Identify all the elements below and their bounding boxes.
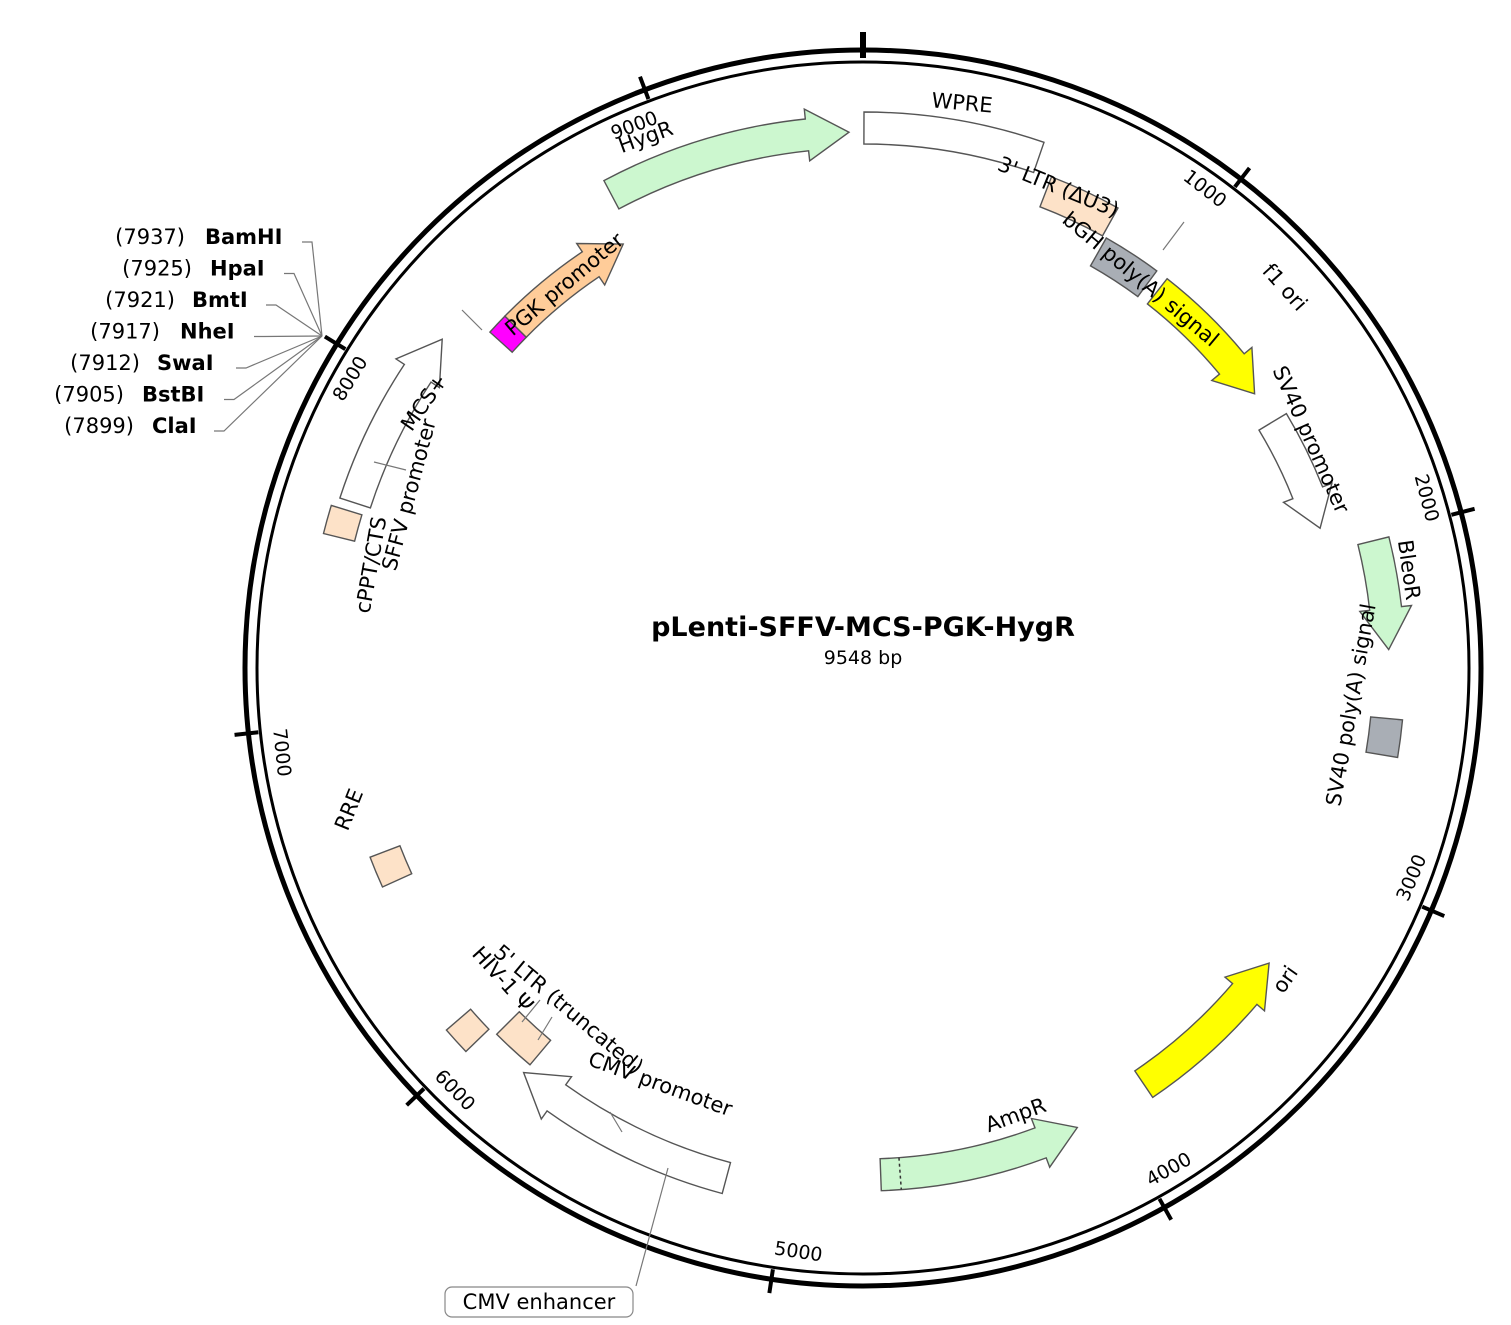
feature-label-bgh: bGH poly(A) signal <box>1058 207 1224 351</box>
site-name-swai: SwaI <box>157 351 214 375</box>
tick-mark-1000 <box>1233 166 1252 189</box>
site-position-clai: (7899) <box>64 414 134 438</box>
site-name-bmti: BmtI <box>192 288 248 312</box>
feature-rre <box>369 844 413 888</box>
leader-line-ltr5 <box>537 1016 553 1041</box>
feature-label-cmve: CMV enhancer <box>463 1290 616 1314</box>
feature-bleor <box>1357 536 1413 651</box>
feature-label-cmvp: CMV promoter <box>585 1047 736 1121</box>
feature-cppt <box>322 504 363 543</box>
site-leader-hpai <box>284 272 323 337</box>
feature-bgh <box>1089 237 1158 298</box>
site-position-nhei: (7917) <box>90 320 160 344</box>
feature-psi <box>445 1008 490 1053</box>
feature-wpre <box>863 111 1045 174</box>
site-leader-bstbi <box>224 335 323 401</box>
features <box>322 107 1413 1195</box>
site-name-clai: ClaI <box>152 414 197 438</box>
feature-ampr <box>879 1117 1079 1192</box>
site-position-hpai: (7925) <box>122 257 192 281</box>
feature-label-pgk: PGK promoter <box>500 228 628 341</box>
feature-label-ori: ori <box>1268 961 1303 997</box>
leader-line-cmve <box>635 1167 669 1287</box>
tick-label-5000: 5000 <box>773 1237 824 1266</box>
tick-label-7000: 7000 <box>268 727 295 777</box>
site-position-bstbi: (7905) <box>54 383 124 407</box>
feature-label-ltr5: 5' LTR (truncated) <box>489 940 648 1079</box>
feature-f1ori <box>1146 277 1256 395</box>
restriction-sites: (7937) BamHI (7925) HpaI (7921) BmtI (7917) Nhe… <box>54 225 323 438</box>
feature-ltr3 <box>1039 175 1119 237</box>
site-name-hpai: HpaI <box>210 257 265 281</box>
feature-ori <box>1133 962 1270 1099</box>
backbone-inner-ring <box>255 60 1471 1276</box>
tick-mark-8000 <box>323 334 347 351</box>
site-name-bstbi: BstBI <box>142 383 204 407</box>
tick-label-4000: 4000 <box>1142 1148 1195 1191</box>
site-leader-nhei <box>254 335 323 338</box>
tick-label-1000: 1000 <box>1179 165 1231 212</box>
feature-label-sv40pa: SV40 poly(A) signal <box>1321 602 1380 808</box>
tick-label-6000: 6000 <box>430 1065 479 1115</box>
tick-mark-2000 <box>1450 506 1476 517</box>
tick-mark-6000 <box>405 1087 426 1107</box>
tick-mark-4000 <box>1157 1197 1173 1221</box>
plasmid-title: pLenti-SFFV-MCS-PGK-HygR <box>651 612 1075 643</box>
feature-label-rre: RRE <box>330 785 368 833</box>
tick-mark-3000 <box>1421 904 1446 918</box>
site-leader-clai <box>214 335 323 432</box>
feature-sv40pa <box>1365 716 1404 759</box>
feature-sffv <box>339 338 443 509</box>
leader-line-psi <box>521 999 541 1023</box>
site-leader-bmti <box>266 304 323 337</box>
feature-label-f1ori: f1 ori <box>1258 259 1312 316</box>
leader-line-cmvp <box>609 1111 623 1133</box>
feature-pgk <box>503 242 625 339</box>
leader-line-pgk <box>461 309 483 331</box>
site-position-bmti: (7921) <box>105 288 175 312</box>
ampr-promoter-divider <box>898 1157 903 1190</box>
feature-label-wpre: WPRE <box>931 88 994 117</box>
feature-hygr <box>602 107 851 210</box>
cmv-enhancer-label-box <box>444 1286 634 1318</box>
feature-ltr5 <box>495 1010 552 1066</box>
site-name-bamhi: BamHI <box>205 225 282 249</box>
tick-mark-5000 <box>767 1268 775 1294</box>
site-position-swai: (7912) <box>70 351 140 375</box>
backbone <box>242 32 1484 1289</box>
site-leader-bamhi <box>302 241 323 337</box>
leader-line-bgh <box>1162 221 1185 251</box>
site-name-nhei: NheI <box>180 320 235 344</box>
feature-sv40p <box>1258 412 1333 530</box>
site-leader-swai <box>236 335 323 369</box>
tick-mark-9000 <box>638 75 651 100</box>
leader-line-sffv <box>373 461 407 471</box>
plasmid-length: 9548 bp <box>824 647 903 669</box>
feature-cmvp <box>522 1071 732 1195</box>
site-position-bamhi: (7937) <box>115 225 185 249</box>
tick-mark-7000 <box>234 730 259 737</box>
tick-label-8000: 8000 <box>328 352 372 405</box>
